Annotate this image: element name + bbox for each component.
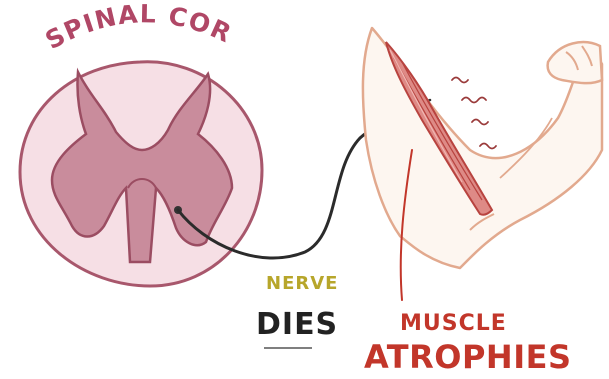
twitch-mark-3 [472,120,488,125]
spinal-cord-cross-section [20,62,262,286]
twitch-mark-4 [480,144,496,149]
atrophies-label: ATROPHIES [364,338,572,376]
dies-label: DIES [256,307,338,342]
spinal-cord-label: SPINAL CORD [0,0,237,55]
spinal-cord-label-text: SPINAL CORD [0,0,237,55]
twitch-mark-1 [452,78,468,83]
twitch-mark-2 [462,98,486,103]
muscle-label: MUSCLE [400,311,507,336]
nerve-label: NERVE [266,273,338,294]
